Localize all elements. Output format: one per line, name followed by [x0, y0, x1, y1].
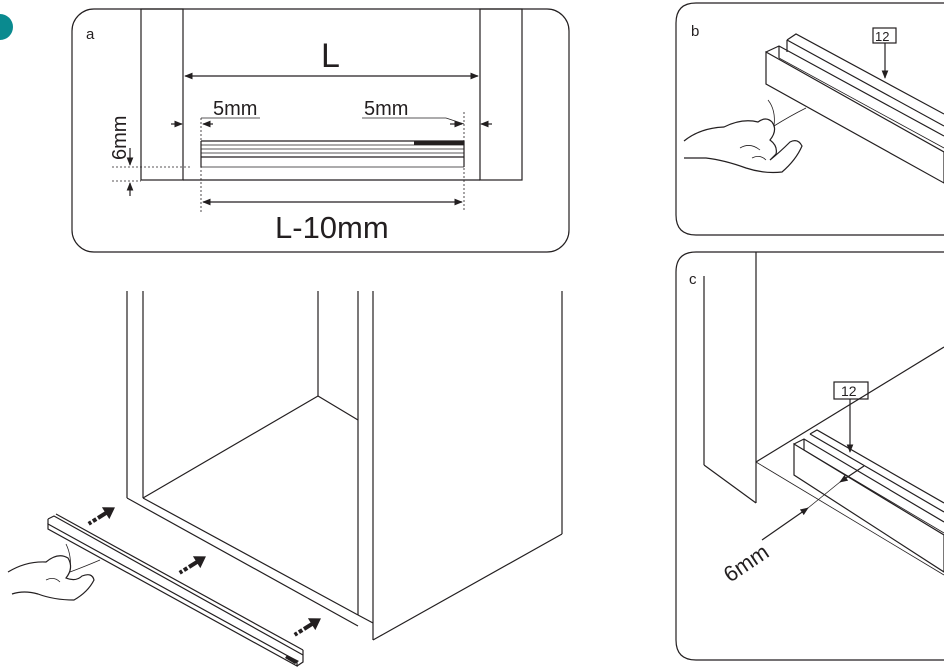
right-side-panel	[479, 8, 523, 181]
strip-with-tape	[765, 33, 944, 184]
length-label: L-10mm	[275, 210, 389, 245]
part-number-label: 12	[841, 383, 857, 399]
height-label: 6mm	[109, 116, 131, 160]
gap-left-label: 5mm	[213, 98, 257, 120]
dimension-L-label: L	[321, 37, 340, 75]
panel-b: b 12	[675, 2, 944, 236]
strip-installed	[793, 429, 944, 573]
push-direction-arrow	[293, 618, 321, 637]
strip-profile	[200, 140, 465, 168]
strip-being-inserted	[47, 513, 304, 668]
panel-c-frame	[675, 251, 944, 661]
panel-a-letter: a	[86, 26, 95, 43]
panel-a: a L 5mm 5	[71, 8, 570, 253]
push-direction-arrow	[178, 556, 206, 575]
cabinet-overview	[126, 291, 563, 641]
offset-dimension-arrow-2	[839, 465, 865, 483]
gap-right-label: 5mm	[364, 98, 408, 120]
panel-c-letter: c	[689, 271, 697, 288]
panel-b-frame	[675, 2, 944, 236]
hand-peeling-tape-illustration	[683, 99, 807, 174]
panel-a-frame	[71, 8, 570, 253]
offset-dimension-arrow	[761, 507, 809, 541]
push-direction-arrow	[87, 507, 115, 526]
panel-c: c 12 6mm	[675, 251, 944, 661]
step-marker	[0, 14, 13, 40]
offset-dimension-label: 6mm	[719, 539, 774, 587]
panel-b-letter: b	[691, 23, 699, 40]
hand-inserting-strip-illustration	[7, 543, 101, 601]
left-side-panel	[140, 8, 184, 181]
part-number-box	[833, 381, 869, 400]
part-number-label: 12	[875, 29, 889, 44]
